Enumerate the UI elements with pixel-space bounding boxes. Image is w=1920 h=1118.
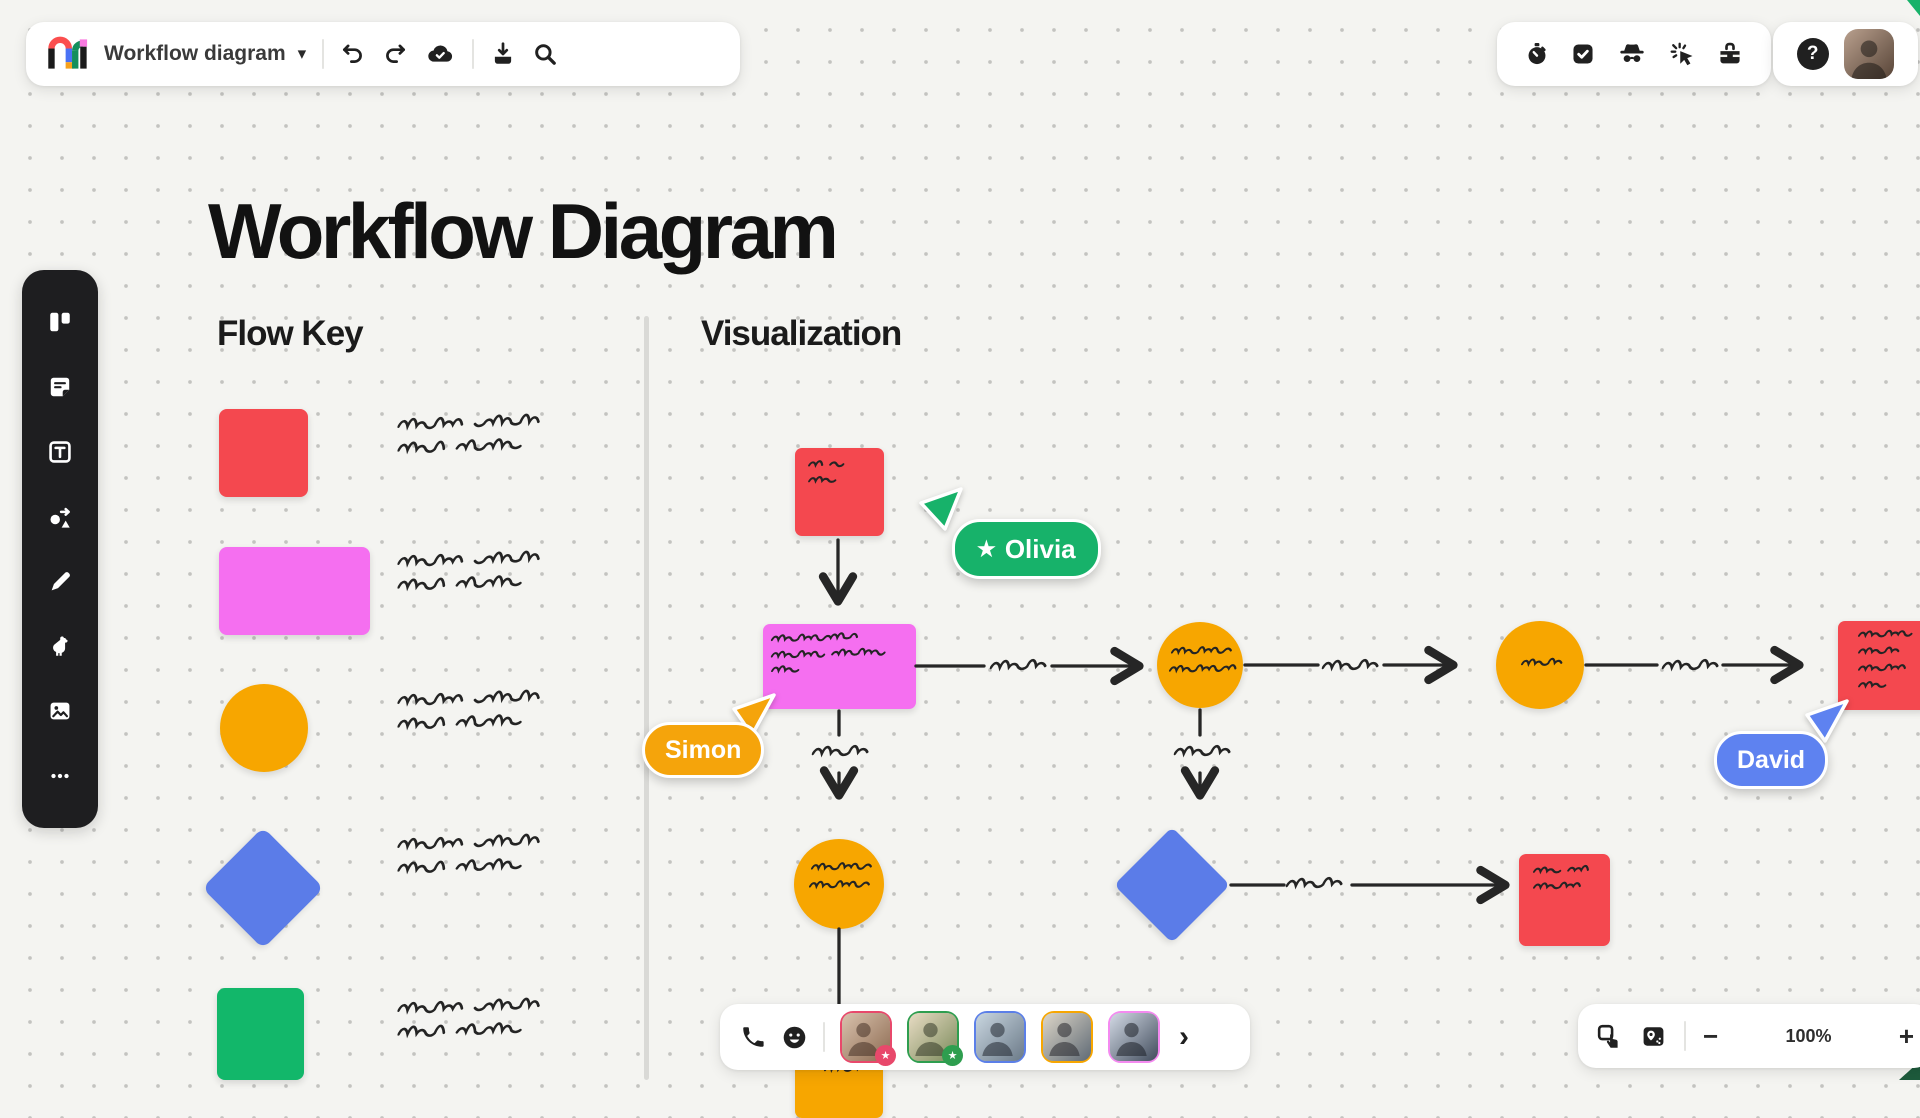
scribble-text[interactable] bbox=[397, 573, 522, 597]
collaboration-toolbar: ★ ★ › bbox=[720, 1004, 1250, 1070]
scribble-text[interactable] bbox=[1661, 656, 1719, 678]
board-tools-toolbar bbox=[1497, 22, 1771, 86]
board-toolbar: Workflow diagram ▾ bbox=[26, 22, 740, 86]
participant-avatar[interactable] bbox=[974, 1011, 1026, 1063]
llama-stickers-tool[interactable] bbox=[47, 633, 73, 659]
zoom-level[interactable]: 100% bbox=[1785, 1025, 1832, 1046]
scribble-text[interactable] bbox=[397, 832, 540, 856]
board-title[interactable]: Workflow diagram bbox=[104, 42, 286, 65]
account-toolbar: ? bbox=[1773, 22, 1918, 86]
collaborator-label-david: David bbox=[1714, 731, 1829, 789]
board-title-dropdown-icon[interactable]: ▾ bbox=[297, 44, 307, 63]
participant-avatar[interactable]: ★ bbox=[840, 1011, 896, 1066]
scribble-text[interactable] bbox=[1285, 874, 1343, 896]
call-icon[interactable] bbox=[740, 1024, 766, 1050]
user-avatar[interactable] bbox=[1844, 29, 1895, 79]
participant-avatar[interactable] bbox=[1041, 1011, 1093, 1063]
collaborator-label-olivia: ★ Olivia bbox=[952, 519, 1101, 579]
flow-node-orange-circle-1[interactable] bbox=[1157, 622, 1243, 708]
zoom-in-button[interactable]: + bbox=[1898, 1021, 1914, 1051]
pen-tool[interactable] bbox=[48, 569, 73, 594]
timer-icon[interactable] bbox=[1524, 41, 1550, 67]
toolbar-divider bbox=[823, 1022, 825, 1052]
view-controls-toolbar: − 100% + bbox=[1578, 1004, 1920, 1068]
text-tool[interactable] bbox=[47, 439, 73, 465]
toolbar-divider bbox=[1684, 1021, 1686, 1051]
follow-cursor-icon[interactable] bbox=[1668, 40, 1696, 68]
more-tools[interactable] bbox=[47, 763, 73, 789]
toolbar-divider bbox=[472, 39, 475, 69]
flow-key-blue-diamond[interactable] bbox=[202, 827, 324, 949]
scribble-text[interactable] bbox=[397, 549, 540, 573]
star-icon: ★ bbox=[977, 537, 996, 561]
flow-node-orange-circle-2[interactable] bbox=[1496, 621, 1584, 709]
toolbox-icon[interactable] bbox=[1716, 40, 1744, 68]
reactions-icon[interactable] bbox=[781, 1024, 808, 1051]
flow-node-blue-diamond[interactable] bbox=[1114, 827, 1230, 943]
redo-button[interactable] bbox=[382, 41, 408, 67]
scribble-text[interactable] bbox=[1321, 656, 1379, 678]
visualization-heading[interactable]: Visualization bbox=[701, 314, 902, 353]
scribble-text[interactable] bbox=[397, 996, 540, 1020]
collaborator-name: David bbox=[1737, 745, 1806, 774]
export-button[interactable] bbox=[490, 41, 516, 67]
toolbar-divider bbox=[322, 39, 325, 69]
zoom-out-button[interactable]: − bbox=[1703, 1021, 1719, 1051]
section-divider-line[interactable] bbox=[644, 316, 649, 1080]
star-badge: ★ bbox=[875, 1045, 896, 1066]
collaborator-name: Olivia bbox=[1004, 533, 1076, 564]
select-touch-icon[interactable] bbox=[1596, 1023, 1623, 1050]
sticky-note-tool[interactable] bbox=[47, 374, 73, 400]
participant-avatar[interactable] bbox=[1108, 1011, 1160, 1063]
scribble-text[interactable] bbox=[397, 412, 540, 436]
scribble-text[interactable] bbox=[397, 1020, 522, 1044]
private-mode-icon[interactable] bbox=[1617, 40, 1647, 68]
shapes-connectors-tool[interactable] bbox=[47, 504, 74, 531]
scribble-text[interactable] bbox=[397, 856, 522, 880]
app-logo-icon[interactable] bbox=[46, 35, 88, 73]
flow-node-orange-circle-3[interactable] bbox=[794, 839, 884, 929]
minimap-icon[interactable] bbox=[1640, 1023, 1667, 1050]
search-button[interactable] bbox=[532, 41, 558, 67]
flow-key-orange-circle[interactable] bbox=[220, 684, 308, 772]
scribble-text[interactable] bbox=[397, 436, 522, 460]
flow-key-heading[interactable]: Flow Key bbox=[217, 314, 364, 353]
creation-toolbar bbox=[22, 270, 98, 828]
flow-node-red-sticky-bottom[interactable] bbox=[1519, 854, 1610, 946]
templates-tool[interactable] bbox=[47, 309, 73, 335]
help-button[interactable]: ? bbox=[1796, 38, 1829, 70]
star-badge: ★ bbox=[942, 1045, 963, 1066]
image-upload-tool[interactable] bbox=[47, 698, 73, 724]
undo-button[interactable] bbox=[340, 41, 366, 67]
flow-node-red-sticky[interactable] bbox=[795, 448, 884, 536]
scribble-text[interactable] bbox=[397, 688, 540, 712]
cloud-sync-status-icon[interactable] bbox=[424, 40, 456, 68]
canvas-board-title[interactable]: Workflow Diagram bbox=[208, 187, 839, 275]
offscreen-green-shape bbox=[1907, 0, 1920, 16]
tasks-checkbox-icon[interactable] bbox=[1570, 41, 1596, 67]
scribble-text[interactable] bbox=[989, 656, 1047, 678]
flow-key-green-square[interactable] bbox=[217, 988, 304, 1080]
flow-node-magenta-rectangle[interactable] bbox=[763, 624, 916, 709]
olivia-cursor-icon bbox=[919, 487, 963, 531]
flow-node-red-sticky-right[interactable] bbox=[1838, 621, 1920, 710]
collaborator-label-simon: Simon bbox=[642, 722, 765, 778]
david-cursor-icon bbox=[1805, 699, 1849, 743]
participant-avatar[interactable]: ★ bbox=[907, 1011, 963, 1066]
flow-key-magenta-rectangle[interactable] bbox=[219, 547, 370, 635]
scribble-text[interactable] bbox=[397, 712, 522, 736]
scribble-text[interactable] bbox=[811, 742, 869, 764]
more-participants-button[interactable]: › bbox=[1179, 1020, 1189, 1053]
scribble-text[interactable] bbox=[1173, 742, 1231, 764]
collaborator-name: Simon bbox=[665, 735, 742, 764]
flow-key-red-square[interactable] bbox=[219, 409, 308, 497]
